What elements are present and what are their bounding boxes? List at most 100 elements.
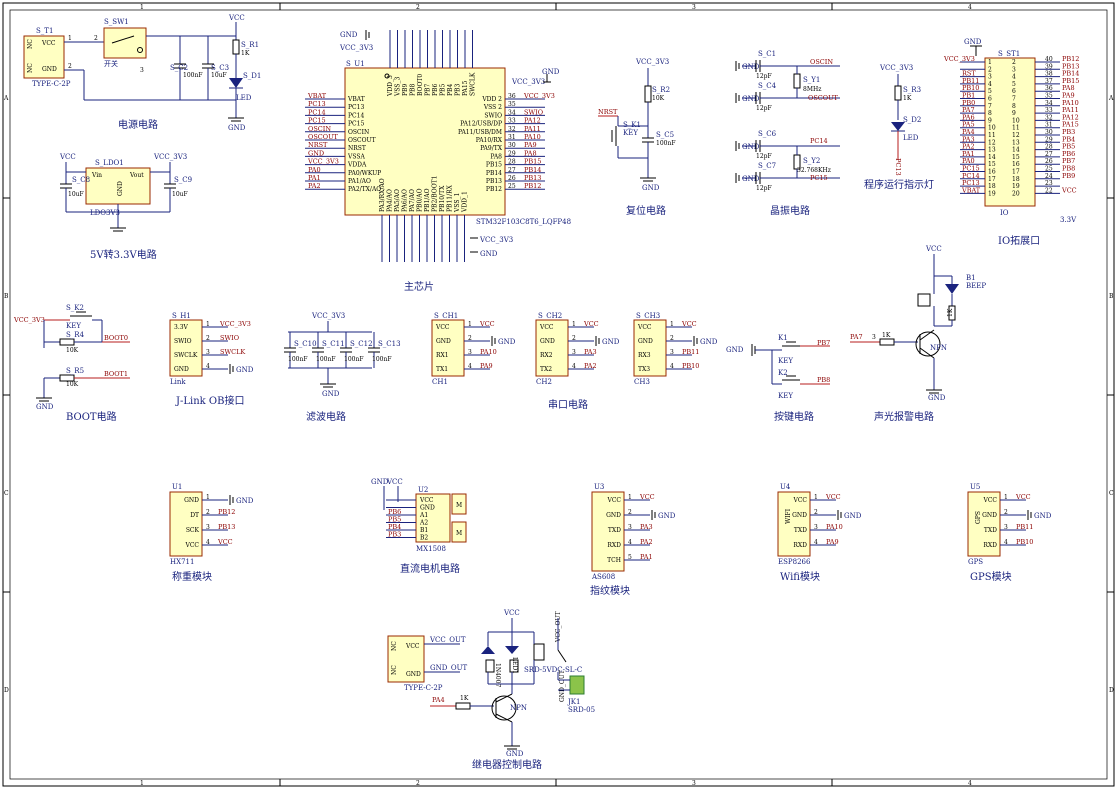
wifi-pin-num: 3	[814, 524, 818, 531]
finger-pin-num: 1	[628, 494, 632, 501]
io-right-net: PB14	[1062, 70, 1079, 78]
hx711-part: HX711	[170, 558, 194, 566]
serial-header[interactable]	[431, 319, 465, 377]
relay-conn-gnd: GND	[406, 671, 421, 678]
motor-pin-label: B2	[420, 535, 428, 542]
nc-label-2: NC	[27, 63, 34, 73]
alarm-npn-transistor	[915, 331, 941, 357]
finger-pin-label: TXD	[608, 527, 621, 534]
io-left-net: PA4	[962, 128, 975, 136]
io-right-net: PB7	[1062, 157, 1075, 165]
serial-net: PA10	[480, 348, 497, 356]
mcu-left-pin: PC14	[348, 112, 364, 119]
gps-part: GPS	[968, 558, 983, 566]
col-label-2-bottom: 2	[416, 780, 420, 787]
mcu-right-pin: PB13	[486, 178, 502, 185]
relay-vcc-out: VCC_OUT	[429, 636, 466, 644]
d1-led-icon	[229, 78, 243, 88]
serial-pin-num: 1	[572, 321, 576, 328]
crystal-capacitors: GNDS_C112pFGNDS_C412pFGNDS_C612pFGNDS_C7…	[735, 50, 840, 192]
switch-ref: S_SW1	[104, 18, 129, 26]
d2-led-icon	[891, 122, 905, 131]
mcu-left-pin: VSSA	[347, 153, 365, 160]
k1-name: KEY	[623, 129, 638, 137]
col-label-1-bottom: 1	[140, 780, 144, 787]
mcu-top-pin: PB5	[440, 84, 447, 96]
serial-header[interactable]	[633, 319, 667, 377]
io-left-pin-num: 10	[988, 125, 996, 132]
mcu-left-pin: OSCOUT	[348, 137, 376, 144]
c3-value: 10uF	[211, 72, 227, 79]
wifi-label: WIFI	[785, 508, 792, 524]
power-switch[interactable]	[103, 27, 147, 59]
jlink-pin-num: 1	[206, 321, 210, 328]
mcu-bottom-pin: PB11/RX	[447, 184, 454, 212]
io-left-net: PB0	[962, 99, 975, 107]
alarm-gnd: GND	[928, 394, 946, 402]
c8-ref: S_C8	[72, 176, 90, 184]
motor-title: 直流电机电路	[400, 562, 460, 575]
stm32-chip	[344, 67, 506, 216]
relay-part: SRD-5VDC-SL-C	[524, 666, 582, 674]
jlink-header[interactable]	[169, 319, 203, 377]
keys-title: 按键电路	[774, 410, 814, 423]
io-left-pin-num-2: 16	[1012, 161, 1020, 168]
io-right-net: PB15	[1062, 77, 1079, 85]
hx711-net: VCC	[217, 538, 233, 546]
finger-pin-num: 4	[628, 539, 632, 546]
io-left-pin-num-2: 12	[1012, 132, 1020, 139]
io-left-pin-num-2: 11	[1012, 125, 1020, 132]
boot-net-boot1: BOOT1	[104, 370, 128, 378]
r2-value: 10K	[652, 95, 665, 102]
motor-vcc-net: VCC	[386, 478, 403, 486]
buzzer-diode-icon	[945, 284, 959, 294]
io-right-pin-num: 37	[1045, 78, 1053, 85]
boot-vcc-net: VCC_3V3	[13, 316, 45, 324]
io-left-pin-num-2: 14	[1012, 147, 1020, 154]
relay-jk-ref: JK1	[567, 698, 581, 706]
gps-pin-label: TXD	[984, 527, 997, 534]
serial-pin-num: 1	[468, 321, 472, 328]
jlink-title: J-Link OB接口	[175, 394, 244, 407]
d2-ref: S_D2	[903, 116, 921, 124]
r3-ref: S_R3	[903, 86, 921, 94]
sw-pin-3: 3	[140, 67, 144, 74]
mcu-bottom-pin: PA3/RX/AO	[379, 178, 386, 212]
led-vcc-net: VCC_3V3	[879, 64, 913, 72]
wifi-pin-label: TXD	[794, 527, 807, 534]
mcu-right-num: 30	[508, 142, 516, 149]
sw-pin-2: 2	[94, 35, 98, 42]
io-right-pin-num: 36	[1045, 85, 1053, 92]
mcu-right-pin: VSS 2	[483, 104, 502, 111]
mcu-right-net: PB15	[524, 158, 541, 166]
crystal-cap-value: 12pF	[756, 73, 772, 80]
io-right-net: PB6	[1062, 150, 1075, 158]
relay-q-type: NPN	[510, 704, 527, 712]
mcu-right-num: 36	[508, 93, 516, 100]
finger-title: 指纹模块	[590, 584, 630, 597]
col-label-2: 2	[416, 4, 420, 11]
mcu-right-num: 27	[508, 167, 516, 174]
motor-net: PB5	[388, 516, 401, 524]
serial-net: PA9	[480, 362, 493, 370]
buzzer-name: BEEP	[966, 282, 986, 290]
mcu-left-net: PC13	[308, 100, 326, 108]
io-left-net: PC13	[962, 179, 980, 187]
finger-net: PA3	[640, 523, 653, 531]
motor-gnd-net: GND	[371, 478, 389, 486]
io-right-pin-num: 24	[1045, 173, 1053, 180]
mx1508-driver	[415, 493, 451, 543]
mcu-right-pin: PB15	[486, 162, 502, 169]
serial-header[interactable]	[535, 319, 569, 377]
power-gnd-label: GND	[228, 124, 246, 132]
mcu-bottom-pin: PB10/TX	[439, 185, 446, 212]
jlink-pin-label: 3.3V	[174, 324, 189, 331]
relay-terminal-jk1[interactable]	[569, 675, 585, 695]
crystal-gnd: GND	[742, 143, 760, 151]
serial-net: VCC	[681, 320, 697, 328]
motor-pin-label: B1	[420, 527, 428, 534]
io-left-pin-num: 12	[988, 139, 996, 146]
